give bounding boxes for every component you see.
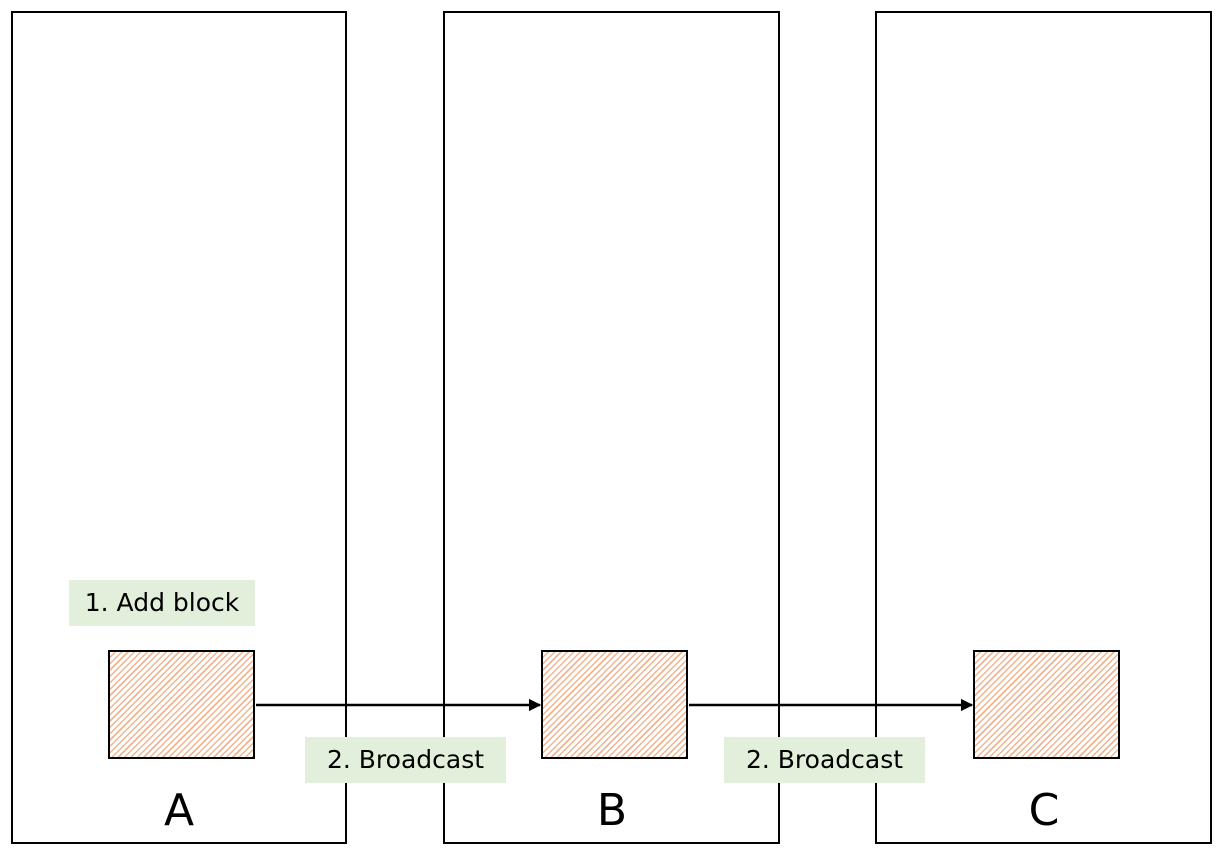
block-a: [108, 650, 255, 759]
block-c: [973, 650, 1120, 759]
block-b: [541, 650, 688, 759]
add-block-annotation: 1. Add block: [69, 580, 255, 626]
node-label-c: C: [1028, 785, 1060, 836]
node-label-a: A: [163, 785, 195, 836]
broadcast-annotation-2: 2. Broadcast: [724, 737, 925, 783]
broadcast-annotation-1: 2. Broadcast: [305, 737, 506, 783]
node-label-b: B: [596, 785, 628, 836]
